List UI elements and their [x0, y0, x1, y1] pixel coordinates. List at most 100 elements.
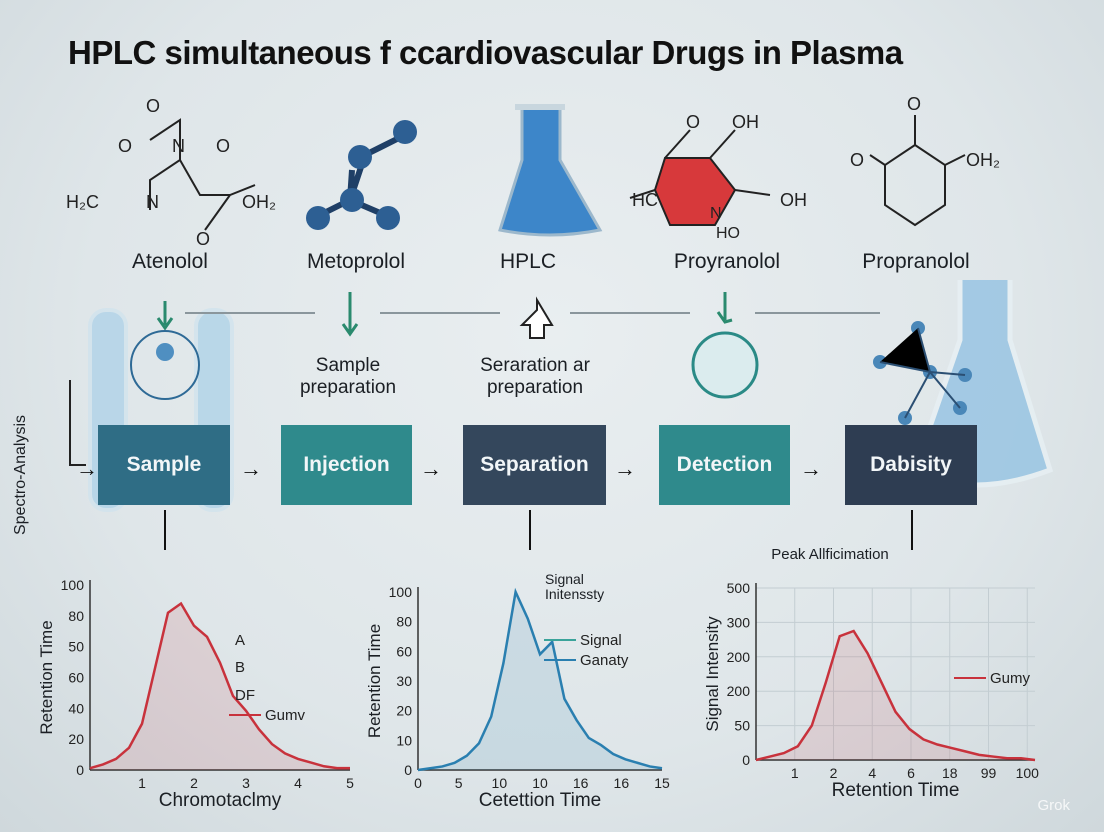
svg-text:HC: HC [632, 190, 658, 210]
flow-arrow-icon: → [240, 456, 262, 481]
y-tick-label: 80 [68, 608, 84, 624]
up-arrow-icon [519, 296, 554, 339]
y-tick-label: 0 [742, 752, 750, 768]
svg-text:O: O [146, 96, 160, 116]
x-tick-label: 3 [242, 775, 250, 791]
x-tick-label: 4 [294, 775, 302, 791]
legend-label: Gumv [265, 707, 306, 724]
svg-text:O: O [907, 94, 921, 114]
y-tick-label: 20 [68, 731, 84, 747]
series-area [756, 631, 1035, 760]
x-tick-label: 18 [942, 765, 958, 781]
y-tick-label: 20 [396, 703, 412, 719]
flow-arrow-icon: → [420, 456, 442, 481]
y-axis-label: Signal Intensity [703, 616, 722, 732]
svg-text:N: N [172, 136, 185, 156]
svg-text:O: O [216, 136, 230, 156]
atenolol-structure-icon: O O N O H₂C N O OH₂ [66, 96, 276, 249]
step-dabisity[interactable]: Dabisity [845, 425, 977, 505]
step-separation[interactable]: Separation [463, 425, 606, 505]
x-tick-label: 1 [138, 775, 146, 791]
molecule-label-proyranolol: Proyranolol [673, 250, 781, 273]
x-tick-label: 16 [614, 775, 630, 791]
svg-text:HO: HO [716, 225, 740, 242]
flow-arrow-icon: → [614, 456, 636, 481]
svg-text:OH₂: OH₂ [966, 150, 1000, 170]
annotation-signal: Signal Initenssty [545, 571, 605, 602]
series-line [755, 629, 1036, 762]
y-tick-label: 10 [396, 732, 412, 748]
x-tick-label: 5 [346, 775, 354, 791]
x-tick-label: 4 [868, 765, 876, 781]
x-tick-label: 1 [791, 765, 799, 781]
svg-text:O: O [196, 229, 210, 249]
molecule-label-atenolol: Atenolol [132, 250, 208, 273]
molecule-label-hplc: HPLC [499, 250, 557, 273]
series-line [89, 601, 350, 770]
y-tick-label: 100 [61, 577, 85, 593]
legend-label: Signal [580, 632, 622, 649]
x-tick-label: 100 [1016, 765, 1040, 781]
svg-text:N: N [710, 205, 722, 222]
page-title: HPLC simultaneous f ccardiovascular Drug… [68, 34, 903, 71]
step-sample[interactable]: Sample [98, 425, 230, 505]
y-tick-label: 60 [396, 643, 412, 659]
legend-label: Ganaty [580, 652, 629, 669]
x-tick-label: 16 [573, 775, 589, 791]
annotation-sample-prep: Sample preparation [299, 355, 397, 398]
svg-text:H₂C: H₂C [66, 192, 99, 212]
proyranolol-structure-icon: O OH HC OH N HO [629, 112, 807, 242]
svg-text:O: O [850, 150, 864, 170]
y-tick-label: 100 [389, 584, 413, 600]
x-tick-label: 6 [907, 765, 915, 781]
x-tick-label: 10 [492, 775, 508, 791]
svg-text:OH: OH [732, 112, 759, 132]
legend-label: B [235, 659, 245, 676]
hplc-flask-icon [498, 104, 603, 237]
y-tick-label: 50 [734, 718, 750, 734]
annotation-separation-prep: Seraration ar preparation [480, 355, 590, 398]
legend-label: A [235, 632, 245, 649]
series-line [417, 587, 663, 772]
svg-text:N: N [146, 192, 159, 212]
molecule-label-propranolol: Propranolol [862, 250, 970, 273]
metoprolol-ball-model-icon [306, 120, 417, 230]
series-area [418, 592, 662, 770]
y-tick-label: 30 [396, 673, 412, 689]
y-axis-label: Retention Time [37, 620, 56, 734]
watermark: Grok [1037, 797, 1070, 814]
x-axis-label: Cetettion Time [479, 790, 602, 811]
molecule-label-metoprolol: Metoprolol [306, 250, 406, 273]
molecule-illustrations: O O N O H₂C N O OH₂ O OH HC OH N HO O O … [66, 94, 1000, 249]
x-tick-label: 99 [981, 765, 997, 781]
legend-label: Gumy [990, 670, 1031, 687]
y-tick-label: 500 [727, 580, 751, 596]
y-tick-label: 200 [727, 683, 751, 699]
legend-label: DF [235, 687, 255, 704]
x-tick-label: 2 [830, 765, 838, 781]
step-detection[interactable]: Detection [659, 425, 790, 505]
cell-dish-icon [691, 331, 759, 399]
step-injection[interactable]: Injection [281, 425, 412, 505]
cycle-icon [130, 330, 200, 400]
y-axis-label: Retention Time [365, 624, 384, 738]
propranolol-structure-icon: O O OH₂ [850, 94, 1000, 227]
y-tick-label: 80 [396, 614, 412, 630]
annotation-peak: Peak Allficimation [771, 546, 889, 563]
y-tick-label: 200 [727, 649, 751, 665]
svg-text:OH₂: OH₂ [242, 192, 276, 212]
svg-text:O: O [686, 112, 700, 132]
flow-arrow-icon: → [800, 456, 822, 481]
series-area [90, 603, 350, 770]
x-tick-label: 2 [190, 775, 198, 791]
down-arrow-icon [163, 292, 727, 332]
x-tick-label: 10 [532, 775, 548, 791]
y-tick-label: 60 [68, 670, 84, 686]
x-tick-label: 0 [414, 775, 422, 791]
y-tick-label: 40 [68, 700, 84, 716]
x-axis-label: Chromotaclmy [159, 790, 282, 811]
